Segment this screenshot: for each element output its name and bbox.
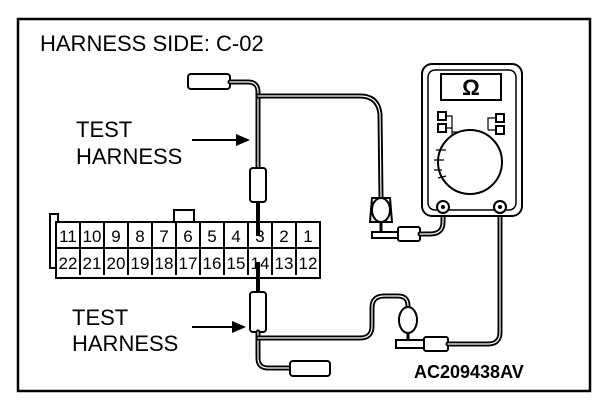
connector-top-pin-8: 8 [135, 227, 144, 246]
connector-top-pin-1: 1 [303, 227, 312, 246]
connector-top-pin-6: 6 [183, 227, 192, 246]
meter-lead-plug-right [423, 336, 449, 352]
connector-bottom-pin-22: 22 [59, 254, 78, 273]
connector-top-pin-4: 4 [231, 227, 240, 246]
meter-switch-1 [437, 111, 447, 121]
test-harness-top-arrowhead [236, 134, 250, 146]
test-harness-bottom-label-line2: HARNESS [72, 331, 178, 356]
ohmmeter-display [440, 73, 502, 101]
meter-switch-2 [437, 123, 447, 133]
test-harness-top [187, 73, 446, 242]
test-harness-top-plug [187, 73, 231, 90]
test-harness-bottom [249, 211, 503, 377]
connector-lock-tab [173, 209, 195, 223]
test-harness-bottom-plug [289, 360, 331, 377]
connector-bottom-pin-21: 21 [83, 254, 102, 273]
connector-top-pin-3: 3 [255, 227, 264, 246]
range-dial-icon [437, 129, 503, 195]
connector-top-pin-7: 7 [159, 227, 168, 246]
meter-switch-4 [495, 125, 505, 135]
connector-top-pin-9: 9 [111, 227, 120, 246]
diagram-title: HARNESS SIDE: C-02 [40, 31, 264, 56]
connector-bottom-pin-20: 20 [107, 254, 126, 273]
connector-top-pin-2: 2 [279, 227, 288, 246]
test-harness-top-probe [249, 167, 267, 203]
connector-bottom-pin-17: 17 [179, 254, 198, 273]
figure-code: AC209438AV [414, 362, 524, 382]
ohmmeter: Ω [421, 63, 523, 217]
test-harness-top-label-line2: HARNESS [76, 144, 182, 169]
meter-lead-plug-left [397, 226, 421, 242]
connector-top-pin-11: 11 [59, 227, 77, 246]
connector-body [55, 221, 321, 279]
connector-bottom-pin-12: 12 [299, 254, 318, 273]
connector-bottom-pin-15: 15 [227, 254, 246, 273]
connector-bottom-pin-16: 16 [203, 254, 222, 273]
meter-lead-clip-bottom [398, 306, 418, 334]
connector-bottom-pin-19: 19 [131, 254, 150, 273]
ohm-symbol-icon: Ω [462, 75, 480, 100]
test-harness-bottom-label-line1: TEST [72, 305, 128, 330]
connector-top-pin-10: 10 [83, 227, 102, 246]
connector-bottom-pin-18: 18 [155, 254, 174, 273]
test-harness-top-label-line1: TEST [76, 117, 132, 142]
connector-top-pin-5: 5 [207, 227, 216, 246]
meter-switch-3 [495, 113, 505, 123]
connector-bottom-pin-13: 13 [275, 254, 294, 273]
test-harness-bottom-probe [249, 291, 267, 333]
test-harness-bottom-arrowhead [232, 321, 246, 333]
